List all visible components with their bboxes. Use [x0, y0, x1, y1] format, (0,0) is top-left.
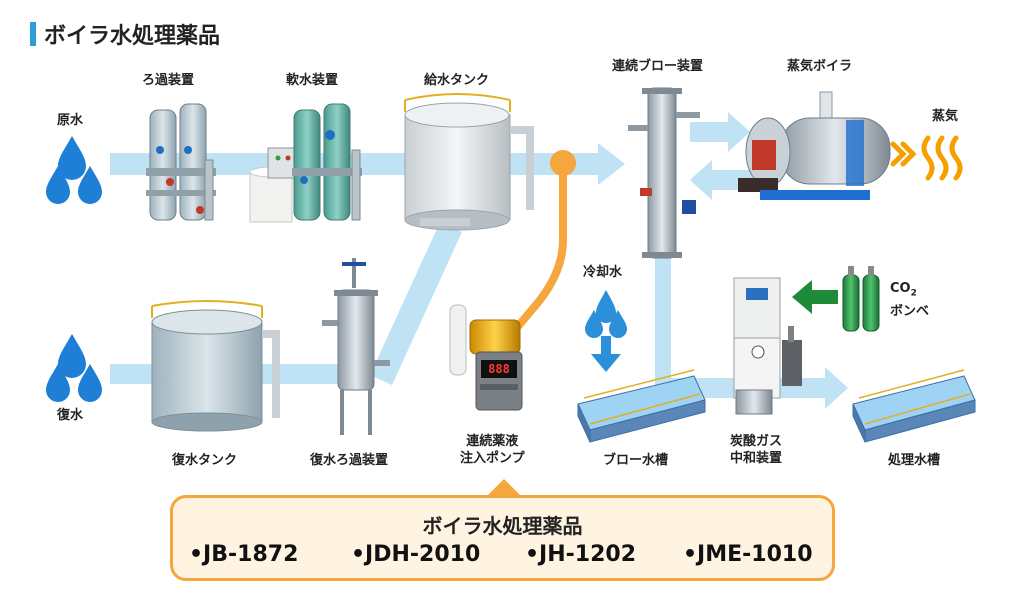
chemical-feed-line — [511, 159, 567, 334]
co2-supply-arrow-icon — [792, 280, 838, 314]
cooling-arrow-shaft — [601, 336, 611, 356]
label-feed-tank: 給水タンク — [424, 73, 490, 88]
flow-arrow-treated — [825, 367, 848, 409]
chemical-box-pointer — [486, 479, 522, 497]
return-water-tank — [151, 300, 280, 432]
chemical-item: •JB-1872 — [189, 542, 299, 567]
flow-blow-down — [655, 255, 671, 385]
label-neutralizer-line2: 中和装置 — [730, 451, 783, 466]
softener-unit — [249, 103, 362, 223]
chemical-item: •JH-1202 — [525, 542, 637, 567]
pump-display: 888 — [488, 362, 510, 376]
flow-arrow-from-boiler — [690, 160, 712, 200]
co2-neutralizer — [733, 277, 802, 415]
chemical-injection-point — [550, 150, 576, 176]
flow-return-to-feed — [370, 222, 462, 385]
flow-to-boiler — [690, 122, 730, 142]
label-boiler: 蒸気ボイラ — [787, 59, 853, 74]
raw-water-drops-icon — [46, 136, 102, 204]
label-blow-tank: ブロー水槽 — [603, 453, 669, 468]
return-filter-unit — [322, 258, 390, 435]
chemical-item: •JME-1010 — [683, 542, 813, 567]
label-pump-line2: 注入ポンプ — [460, 451, 525, 466]
label-softener: 軟水装置 — [286, 73, 339, 88]
label-treated-tank: 処理水槽 — [888, 453, 941, 468]
label-neutralizer-line1: 炭酸ガス — [730, 434, 783, 449]
label-steam: 蒸気 — [932, 109, 959, 124]
chemicals-panel: ボイラ水処理薬品 •JB-1872 •JDH-2010 •JH-1202 •JM… — [170, 495, 835, 581]
chemical-line — [511, 150, 576, 334]
label-filter: ろ過装置 — [142, 73, 195, 88]
continuous-blow-device — [628, 87, 700, 259]
label-pump-line1: 連続薬液 — [466, 434, 519, 449]
title-accent-bar — [30, 22, 36, 46]
label-return-filter: 復水ろ過装置 — [310, 453, 389, 468]
cooling-arrow-head — [591, 354, 621, 372]
label-neutralizer: 炭酸ガス 中和装置 — [730, 433, 782, 467]
steam-icon — [890, 135, 963, 181]
label-raw-water: 原水 — [57, 113, 84, 128]
page-title: ボイラ水処理薬品 — [44, 24, 221, 49]
chemicals-heading: ボイラ水処理薬品 — [422, 514, 583, 538]
label-return-water: 復水 — [57, 408, 84, 423]
label-blow-device: 連続ブロー装置 — [612, 59, 704, 74]
return-water-drops-icon — [46, 334, 102, 402]
label-co2-subscript: 2 — [910, 288, 917, 299]
blow-water-tank — [577, 369, 706, 443]
label-cooling-water: 冷却水 — [583, 265, 623, 280]
filter-unit — [146, 103, 216, 221]
label-co2-cylinder: CO2 ボンベ — [890, 280, 929, 320]
cooling-water-drops-icon — [585, 290, 627, 372]
flow-arrow-to-boiler — [728, 112, 750, 152]
co2-cylinder-icon — [842, 266, 880, 332]
chemical-item: •JDH-2010 — [351, 542, 481, 567]
label-pump: 連続薬液 注入ポンプ — [460, 433, 525, 467]
label-cylinder-text: ボンベ — [890, 303, 930, 319]
label-return-tank: 復水タンク — [172, 453, 238, 468]
steam-boiler — [738, 91, 891, 200]
treated-water-tank — [852, 369, 976, 443]
chemical-pump — [449, 304, 523, 411]
flow-arrow-to-blow — [598, 143, 625, 185]
label-co2-text: CO — [890, 281, 911, 296]
feed-water-tank — [404, 93, 534, 231]
